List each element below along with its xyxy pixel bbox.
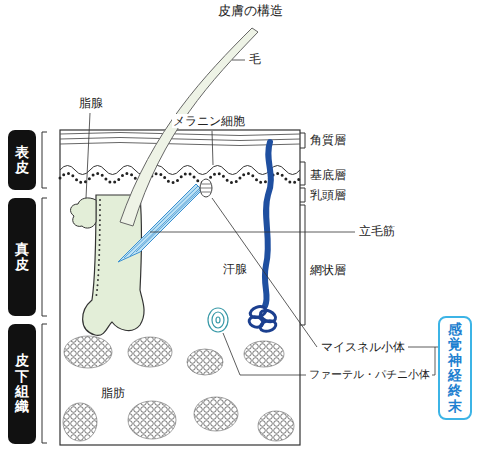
layer-tag: 真皮 [8, 198, 36, 316]
vertical-text: 表皮 [15, 145, 29, 176]
muscle-fibre [124, 186, 201, 258]
layer-tag: 表皮 [8, 130, 36, 190]
bracket [300, 205, 305, 325]
sweat-gland-coil [248, 305, 277, 333]
corneum-line [60, 138, 300, 141]
layer-brackets [42, 132, 305, 443]
basal-line [60, 166, 300, 175]
fat-cluster [187, 349, 223, 375]
sweat-duct [265, 142, 271, 306]
bracket [300, 133, 305, 148]
fat-cluster [63, 403, 97, 441]
coil-loop [259, 319, 277, 333]
fat-cluster [128, 337, 172, 367]
part-label: 汗腺 [222, 262, 248, 276]
meissner-corpuscle [200, 179, 212, 197]
corneum-line [60, 133, 300, 136]
leader-line [150, 232, 355, 233]
fat-cluster [244, 341, 284, 367]
part-label: 乳頭層 [309, 188, 347, 202]
bracket [300, 162, 305, 185]
fat-cluster [64, 336, 112, 368]
leader-line [432, 347, 435, 375]
basal-cells [60, 174, 300, 183]
leader-line [212, 198, 317, 347]
skin-block [60, 130, 300, 445]
corpuscle-ring [212, 312, 224, 328]
leader-line [86, 113, 90, 198]
vertical-text: 真皮 [15, 242, 29, 273]
leader-line [223, 333, 306, 375]
vertical-text: 皮下組織 [15, 353, 29, 415]
corneum-line [60, 143, 300, 146]
follicle-cells [96, 200, 100, 298]
leader-line [232, 60, 245, 61]
sebaceous-gland [71, 198, 96, 228]
part-label: メラニン細胞 [172, 114, 246, 128]
part-label: マイスネル小体 [320, 340, 406, 354]
leader-line [212, 131, 213, 165]
sensory-box: 感覚神経終末 [438, 316, 472, 420]
part-label: 角質層 [309, 133, 347, 147]
fat-cluster [128, 401, 176, 439]
bracket [300, 188, 305, 202]
part-label: 脂肪 [100, 386, 126, 400]
arrector-pili [118, 184, 202, 262]
part-label: 脂腺 [78, 96, 104, 110]
corpuscle-ring [216, 317, 220, 323]
part-label: 毛 [248, 52, 262, 66]
part-label: 網状層 [309, 263, 347, 277]
diagram-title: 皮膚の構造 [217, 4, 284, 18]
corpuscle-outline [200, 179, 212, 197]
part-label: 基底層 [309, 168, 347, 182]
vertical-text: 感覚神経終末 [448, 322, 462, 414]
part-label: 立毛筋 [358, 224, 396, 238]
bracket [42, 324, 47, 443]
fat-clusters [63, 336, 294, 441]
bracket [42, 132, 47, 188]
part-label: ファーテル・パチニ小体 [308, 368, 431, 382]
muscle-body [118, 184, 202, 262]
corpuscle-ring [208, 308, 228, 332]
corpuscle-lamella [200, 184, 212, 192]
stratum-corneum [60, 133, 300, 146]
leader-lines [86, 60, 438, 375]
fat-cluster [194, 397, 238, 431]
fat-cluster [258, 411, 294, 441]
leader-line [408, 347, 438, 348]
layer-tag: 皮下組織 [8, 324, 36, 444]
bracket [42, 198, 47, 316]
pacinian-corpuscle [208, 308, 228, 332]
